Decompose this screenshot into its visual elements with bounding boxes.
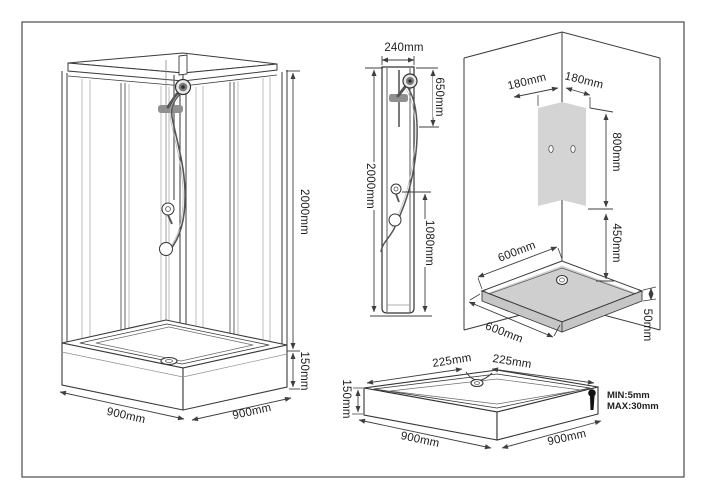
tray-height-label: 150mm — [340, 379, 352, 419]
corner-tray-top — [480, 260, 644, 323]
panel-hose — [380, 87, 418, 253]
panel-rail-bracket — [389, 94, 408, 102]
panel-height-label: 2000mm — [364, 162, 376, 210]
rail-bracket — [158, 105, 183, 113]
page-border — [21, 21, 685, 478]
cabin-height-label: 2000mm — [298, 189, 310, 235]
tray-isometric-view — [352, 367, 602, 450]
mixer-knob — [161, 202, 175, 216]
panel-front-view — [365, 56, 439, 317]
corner-panel-height-label: 800mm — [610, 132, 622, 172]
mounting-hole-left — [548, 145, 554, 153]
feet-adjustment-note: MIN:5mm MAX:30mm — [607, 390, 659, 412]
corner-dimensions — [468, 86, 657, 338]
panel-mixer-knob — [390, 183, 402, 195]
tray-dimensions — [352, 367, 602, 450]
panel-head-rail-label: 650mm — [433, 76, 445, 118]
corner-lip-height-label: 50mm — [641, 308, 653, 342]
tray-drain — [470, 378, 484, 388]
wall-panel-right — [562, 102, 586, 206]
shower-handle — [166, 92, 179, 109]
drain — [160, 356, 178, 366]
cabin-shower-column — [158, 75, 192, 256]
panel-mixer-label: 1080mm — [423, 219, 435, 267]
cabin-isometric-view — [59, 52, 300, 422]
diverter-knob — [159, 242, 173, 256]
panel-diverter-knob — [388, 213, 402, 227]
corner-clearance-label: 450mm — [610, 223, 622, 263]
cabin-tray-height-label: 150mm — [298, 351, 310, 391]
shower-hose — [169, 93, 186, 251]
corner-tray-drain — [556, 275, 568, 285]
panel-width-label: 240mm — [384, 42, 424, 54]
mounting-hole-right — [570, 145, 576, 153]
wall-panel-left — [538, 102, 562, 206]
corner-installation-view — [463, 31, 661, 338]
cabin-dimensions — [59, 70, 300, 422]
adjustable-foot-icon — [588, 389, 596, 410]
feet-max-label: MAX:30mm — [607, 401, 659, 412]
feet-min-label: MIN:5mm — [607, 390, 650, 401]
cabin-tray — [61, 319, 288, 411]
